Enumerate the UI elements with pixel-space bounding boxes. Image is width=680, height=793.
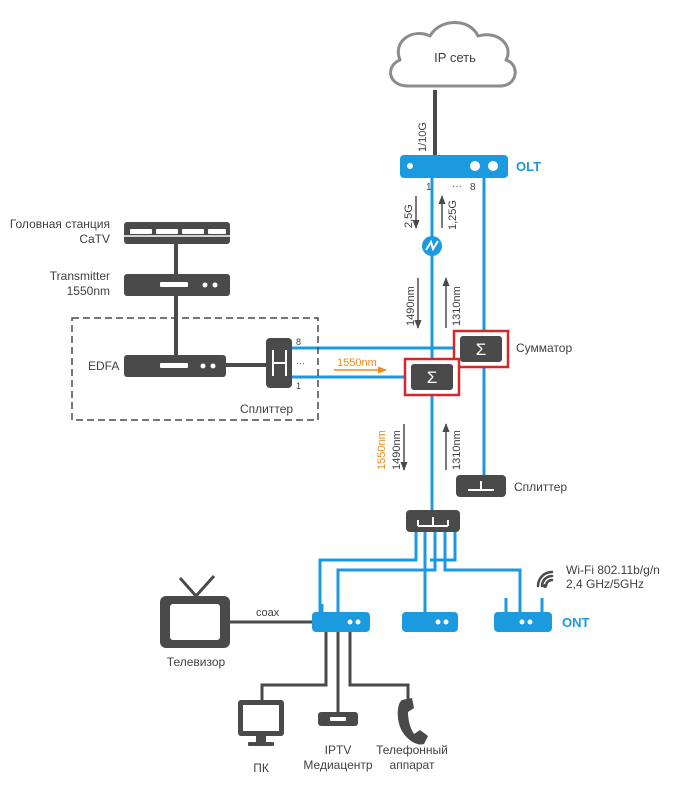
fanout-extra	[430, 530, 457, 562]
splitter-port-dots: ···	[296, 358, 305, 368]
rate-up-label: 1,25G	[447, 200, 459, 230]
splitter-port-8: 8	[296, 337, 301, 347]
ont-device-1	[312, 604, 370, 632]
combiner-label: Сумматор	[516, 341, 572, 355]
wl-1490-low: 1490nm	[391, 430, 403, 470]
tv-icon	[160, 574, 230, 648]
splitter-right-label: Сплиттер	[514, 480, 567, 494]
ont-to-phone-line	[348, 632, 410, 700]
edfa-label: EDFA	[88, 359, 119, 373]
sigma-icon: Σ	[427, 368, 438, 387]
ont-device-3	[494, 598, 552, 632]
ont-label: ONT	[562, 615, 590, 630]
sigma-icon: Σ	[476, 340, 487, 359]
combiner-lower: Σ	[403, 357, 461, 397]
port-icon	[488, 161, 498, 171]
cloud-label: IP сеть	[434, 50, 476, 65]
edfa-device	[124, 355, 226, 377]
splitter-ont-device	[406, 510, 460, 532]
ont-device-2	[402, 612, 458, 632]
transmitter-label-1: Transmitter	[50, 269, 110, 283]
olt-port-1: 1	[426, 182, 432, 193]
rate-down-label: 2,5G	[403, 204, 415, 228]
port-icon	[470, 161, 480, 171]
splitter-right-device	[456, 475, 506, 497]
olt-label: OLT	[516, 159, 541, 174]
wl-1310-top: 1310nm	[451, 286, 463, 326]
wl-1550-mid: 1550nm	[337, 357, 377, 369]
fanout-ont3	[443, 530, 522, 612]
wifi-label-2: 2,4 GHz/5GHz	[566, 577, 644, 591]
transmitter-device	[124, 274, 230, 296]
headend-label-2: CaTV	[79, 232, 110, 246]
coax-label: coax	[256, 607, 280, 619]
iptv-label-2: Медиацентр	[303, 758, 372, 772]
ont-to-pc-line	[260, 632, 328, 700]
phone-icon	[397, 698, 428, 745]
splitter-port-1: 1	[296, 381, 301, 391]
phone-label-2: аппарат	[390, 758, 435, 772]
links	[174, 90, 522, 712]
olt-port-8: 8	[470, 182, 476, 193]
splitter-left-device	[266, 338, 292, 388]
led-icon	[407, 163, 413, 169]
set-top-box-icon	[318, 712, 358, 726]
monitor-icon	[238, 700, 284, 746]
wifi-signal-icon	[536, 570, 554, 588]
wl-1310-low: 1310nm	[451, 430, 463, 470]
headend-device	[124, 222, 230, 244]
cloud-icon: IP сеть	[389, 21, 517, 88]
combiner-upper: Σ	[452, 329, 510, 369]
wl-1550-low: 1550nm	[376, 430, 388, 470]
transmitter-label-2: 1550nm	[67, 284, 110, 298]
olt-port-dots: ···	[452, 181, 462, 192]
wl-1490-top: 1490nm	[405, 286, 417, 326]
edfa-group-box	[71, 317, 319, 421]
fanout-ont1b	[336, 530, 437, 612]
olt-device: OLT 1 ··· 8	[400, 155, 541, 193]
phone-label-1: Телефонный	[376, 743, 448, 757]
splitter-left-label: Сплиттер	[240, 402, 293, 416]
fanout-ont1	[318, 530, 418, 612]
uplink-rate-label: 1/10G	[417, 122, 429, 152]
pc-label: ПК	[253, 761, 269, 775]
wifi-label-1: Wi-Fi 802.11b/g/n	[566, 563, 660, 577]
iptv-label-1: IPTV	[325, 743, 352, 757]
headend-label-1: Головная станция	[10, 217, 110, 231]
converter-icon	[422, 236, 442, 256]
tv-label: Телевизор	[167, 655, 226, 669]
